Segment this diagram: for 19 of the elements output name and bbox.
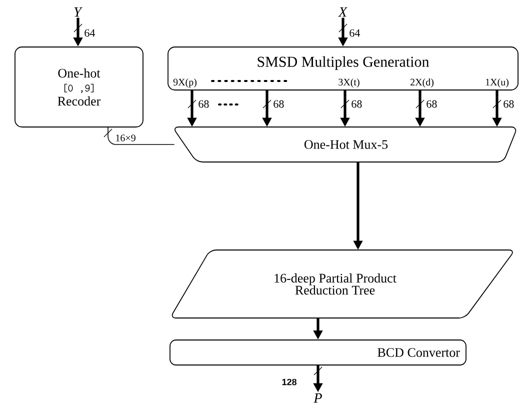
edge-label: 16×9 (114, 134, 137, 142)
edge-label: 64 (83, 28, 96, 38)
connector-line (104, 127, 175, 145)
port-label: 2X(d) (410, 78, 434, 88)
signal-name: P (314, 393, 322, 403)
signal-name: Y (74, 7, 83, 17)
edge-label: 68 (197, 99, 210, 109)
edge-label: 64 (348, 28, 362, 38)
edge-label: 128 (282, 378, 297, 386)
port-label: 1X(u) (484, 78, 510, 88)
edge-label: 68 (350, 99, 364, 109)
port-label: 9X(p) (172, 78, 198, 88)
converter-box: BCD Convertor (170, 340, 466, 366)
edge-label: 68 (502, 99, 516, 109)
recoder-box: One-hot [0 ,9] Recoder (14, 46, 144, 128)
signal-name: X (338, 7, 348, 17)
edge-label: 68 (272, 99, 286, 109)
edge-label: 68 (425, 99, 438, 109)
port-label: 3X(t) (338, 78, 360, 88)
